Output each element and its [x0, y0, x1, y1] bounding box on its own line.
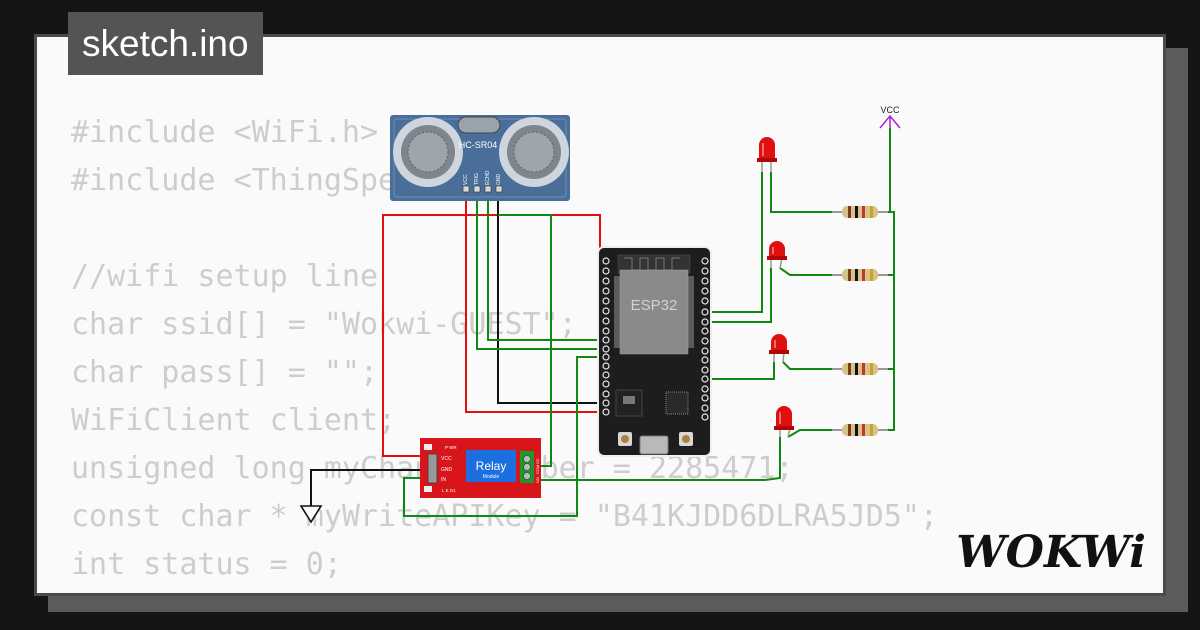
resistor-4[interactable]: [832, 424, 888, 436]
sensor-pin-vcc: VCC: [463, 174, 469, 185]
resistor-1[interactable]: [832, 206, 888, 218]
sensor-pin-echo: ECHO: [485, 170, 491, 185]
wire-gnd-relay: [310, 469, 428, 506]
code-line: #include <WiFi.h>: [71, 115, 379, 150]
wire-trig: [476, 188, 604, 350]
relay-pwr-label: P WR: [445, 445, 457, 450]
wire-echo: [487, 188, 604, 341]
esp32-pins-right: [701, 257, 709, 421]
hc-sr04-sensor[interactable]: HC-SR04 VCC TRIG ECHO GND: [390, 115, 570, 201]
wokwi-logo: WOKWi: [956, 527, 1146, 578]
wire-relay-com: [498, 214, 552, 467]
resistor-2[interactable]: [832, 269, 888, 281]
wire-led3: [707, 362, 775, 380]
code-line: char ssid[] = "Wokwi-GUEST";: [71, 307, 577, 342]
wire-led2-res: [779, 267, 835, 276]
file-name-tab[interactable]: sketch.ino: [68, 12, 263, 75]
vcc-label: VCC: [880, 105, 900, 115]
relay-pin-no: NO: [535, 477, 540, 483]
code-preview: #include <WiFi.h>#include <ThingSpeak.h>…: [71, 109, 938, 589]
code-line: char pass[] = "";: [71, 355, 379, 390]
relay-subtitle: Module: [483, 474, 500, 480]
relay-pin-in: IN: [441, 477, 446, 483]
wire-gnd-sensor: [497, 188, 604, 404]
wokwi-logo-text: WOKWi: [956, 527, 1146, 578]
ultrasonic-transducer-right: [499, 117, 569, 187]
wire-led1: [707, 172, 763, 313]
relay-pin-vcc: VCC: [441, 456, 452, 462]
code-line: const char * myWriteAPIKey = "B41KJDD6DL…: [71, 499, 938, 534]
wire-led1-res: [770, 172, 835, 213]
relay-led-label: L E D1: [442, 488, 456, 493]
resistor-3[interactable]: [832, 363, 888, 375]
esp32-board[interactable]: ESP32: [597, 246, 712, 457]
relay-title: Relay: [476, 459, 507, 473]
wire-led3-res: [782, 361, 835, 370]
relay-pin-gnd: GND: [441, 467, 453, 473]
vcc-power-symbol: VCC: [879, 105, 901, 129]
wire-relay-no: [538, 437, 781, 481]
esp32-pins-left: [602, 257, 610, 416]
wire-vcc-relay: [382, 214, 604, 457]
ground-symbol: [299, 505, 323, 524]
code-line: WiFiClient client;: [71, 403, 397, 438]
sensor-pin-gnd: GND: [496, 174, 502, 186]
relay-pin-com: COM: [535, 465, 540, 474]
wire-relay-in: [403, 356, 604, 517]
sensor-pin-trig: TRIG: [474, 173, 480, 185]
code-line: int status = 0;: [71, 547, 342, 582]
relay-pin-nc: NC: [535, 458, 540, 464]
sensor-model-label: HC-SR04: [459, 140, 498, 150]
code-line: //wifi setup line: [71, 259, 379, 294]
wire-res-bus: [885, 211, 895, 431]
wire-led2: [707, 268, 772, 323]
wire-vcc-sensor: [465, 188, 604, 413]
led-2[interactable]: [767, 241, 787, 269]
led-4[interactable]: [774, 406, 794, 438]
esp32-label: ESP32: [631, 297, 678, 314]
ultrasonic-transducer-left: [393, 117, 463, 187]
relay-module[interactable]: P WR L E D1 VCC GND IN Relay Module NC C…: [420, 438, 541, 498]
wire-led4-res: [787, 429, 835, 438]
led-3[interactable]: [769, 334, 789, 363]
led-1[interactable]: [757, 137, 777, 172]
